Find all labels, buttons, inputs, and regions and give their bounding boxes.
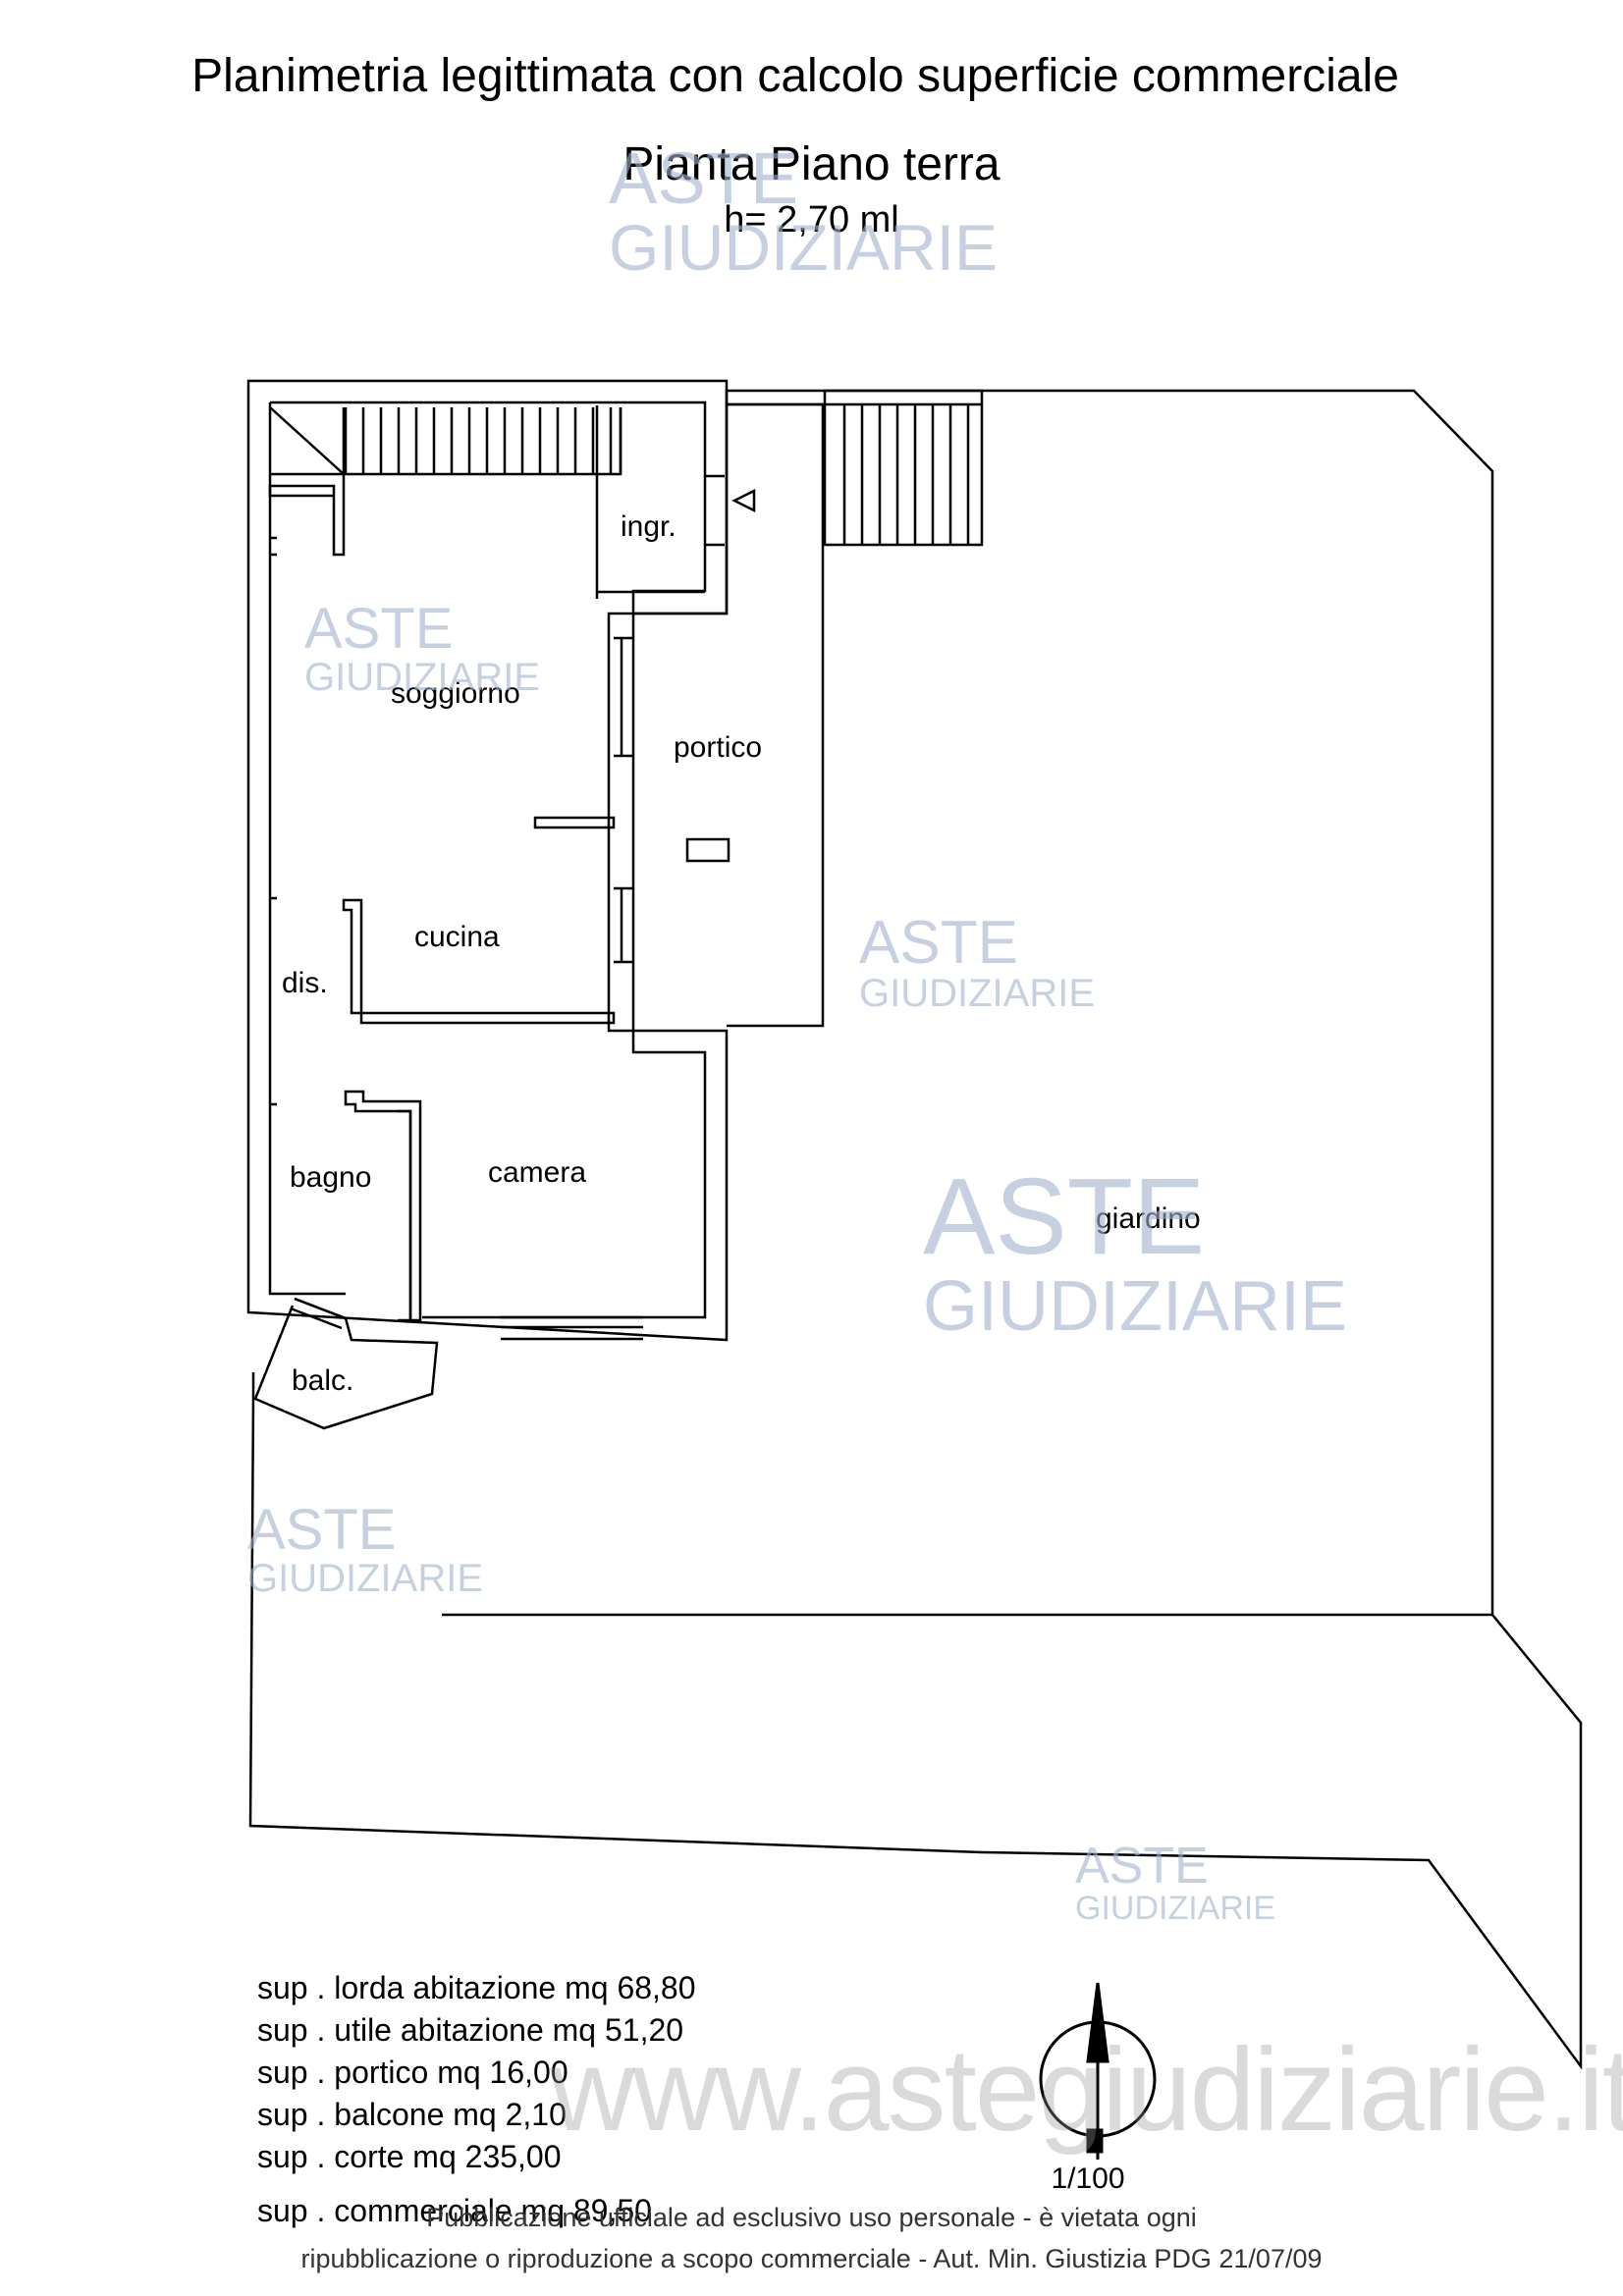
stair-treads-left — [344, 407, 622, 474]
garden-boundary-upper — [725, 391, 825, 406]
surface-line: sup . lorda abitazione mq 68,80 — [257, 1970, 696, 2005]
room-label-bagno: bagno — [290, 1161, 372, 1194]
room-label-giardino: giardino — [1096, 1202, 1201, 1235]
room-label-balcone: balc. — [292, 1364, 354, 1397]
dis-wall — [270, 896, 277, 1106]
floor-subtitle: Pianta Piano terra — [622, 138, 1001, 190]
portico-walls — [633, 402, 825, 1028]
cucina-camera-wall — [359, 1011, 616, 1025]
garden-stair — [823, 389, 984, 547]
publication-notice: Pubblicazione ufficiale ad esclusivo uso… — [0, 2197, 1623, 2279]
page-title: Planimetria legittimata con calcolo supe… — [191, 50, 1399, 102]
garden-boundary — [248, 389, 1583, 2070]
room-label-ingresso: ingr. — [621, 510, 676, 543]
exterior-wall-inner — [268, 400, 707, 1319]
balcone-outline — [253, 1297, 439, 1430]
portico-pillar — [685, 837, 730, 863]
room-label-portico: portico — [674, 731, 763, 764]
bagno-east-wall — [398, 1109, 412, 1322]
soggiorno-cucina-partition — [533, 816, 616, 829]
surface-line: sup . corte mq 235,00 — [257, 2139, 562, 2174]
ceiling-height-note: h= 2,70 ml — [724, 199, 899, 240]
surface-line: sup . portico mq 16,00 — [257, 2055, 568, 2090]
watermark-url: www.astegiudiziarie.it — [550, 2024, 1623, 2156]
room-label-cucina: cucina — [414, 921, 500, 953]
scale-label: 1/100 — [1051, 2163, 1125, 2195]
portico-windows — [614, 636, 633, 964]
balcone-door — [290, 1297, 347, 1330]
room-label-soggiorno: soggiorno — [391, 677, 520, 710]
surface-line-total: sup . commerciale mq 89,50 — [257, 2193, 652, 2228]
stair-landing — [268, 407, 622, 557]
cucina-wall-left — [342, 898, 363, 1015]
stair-left — [269, 406, 346, 476]
entrance-arrow — [731, 488, 756, 513]
ingresso-walls — [595, 405, 725, 599]
camera-window — [501, 1315, 643, 1341]
north-arrow — [1039, 1982, 1157, 2160]
surface-line: sup . balcone mq 2,10 — [257, 2097, 567, 2132]
publication-notice-line: Pubblicazione ufficiale ad esclusivo uso… — [426, 2203, 1197, 2232]
bagno-walls — [344, 1090, 422, 1322]
surface-summary: sup . lorda abitazione mq 68,80 sup . ut… — [257, 1967, 696, 2232]
publication-notice-line: ripubblicazione o riproduzione a scopo c… — [300, 2244, 1323, 2273]
room-label-dis: dis. — [282, 967, 328, 999]
room-label-camera: camera — [488, 1156, 587, 1189]
dis-door — [270, 536, 277, 557]
surface-line: sup . utile abitazione mq 51,20 — [257, 2012, 684, 2048]
